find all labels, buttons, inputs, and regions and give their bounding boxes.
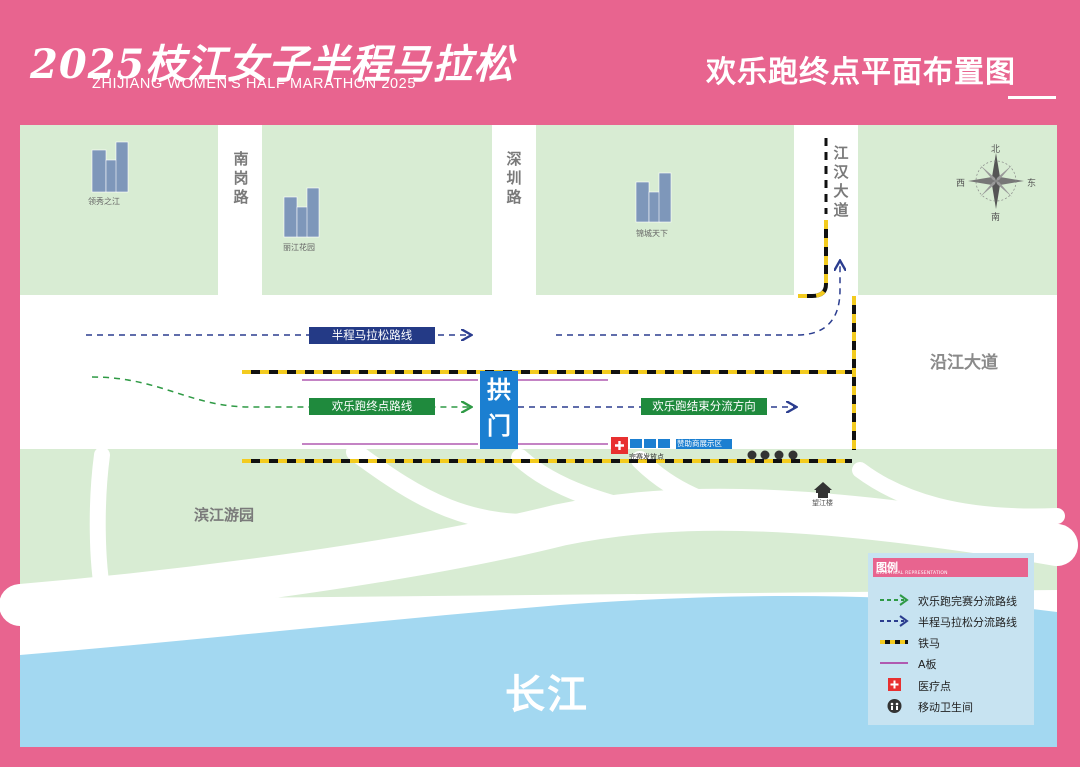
place-label-binjiang: 滨江游园 [194,506,255,524]
legend-item-half-marathon: 半程马拉松分流路线 [878,613,1028,629]
legend-item-toilet: 移动卫生间 [878,698,1028,714]
pavilion-icon [814,482,832,498]
legend-label: 医疗点 [918,680,951,693]
medical-cross-mark [615,441,624,450]
compass-north-label: 北 [991,145,1001,155]
legend-item-fun-run: 欢乐跑完赛分流路线 [878,592,1028,608]
green-dashed-arrow-icon [880,594,909,606]
place-label-lijiang: 丽江花园 [283,243,315,252]
legend-label: 欢乐跑完赛分流路线 [918,595,1017,608]
legend-label: 半程马拉松分流路线 [918,616,1017,629]
compass-rose-icon [968,153,1024,209]
arch-shape [480,371,518,449]
road-label-shenzhen: 深圳路 [506,150,522,206]
barrier-line-icon [880,640,908,644]
road-label-yanjiang: 沿江大道 [930,353,998,373]
legend-label: 铁马 [918,637,940,650]
event-logo: 2025枝江女子半程马拉松 [30,41,515,88]
compass-west-label: 西 [956,179,966,189]
place-label-lingxiu: 领秀之江 [88,197,120,206]
finisher-kit-booths [630,439,670,448]
sponsor-area-shape [676,439,732,449]
place-label-jincheng: 锦城天下 [636,229,668,238]
road-label-jianghan: 江汉大道 [833,144,849,219]
blue-dashed-arrow-icon [880,615,909,627]
finisher-kit-label: 完赛发放点 [629,453,664,461]
road-label-nangang: 南岗路 [233,150,249,206]
a-boards [302,379,608,445]
legend-label: A板 [918,658,937,671]
legend-label: 移动卫生间 [918,701,973,714]
compass-east-label: 东 [1027,179,1037,189]
block-northeast [858,125,1057,295]
legend-item-a-board: A板 [878,655,1028,671]
legend-title: 图例 [876,561,898,574]
purple-line-icon [880,662,908,664]
place-label-wangjiang: 望江楼 [812,499,833,507]
legend-item-barrier: 铁马 [878,634,1028,650]
toilet-icons [747,450,798,460]
legend-subtitle: GRAPHICAL REPRESENTATION [876,571,948,576]
park-paths [0,443,1078,626]
barrier-lines [242,138,856,463]
legend-panel: 图例 GRAPHICAL REPRESENTATION 欢乐跑完赛分流路线 半程… [868,553,1034,725]
sponsor-area-label: 赞助商展示区 [677,439,722,448]
legend-header: 图例 GRAPHICAL REPRESENTATION [873,558,1028,577]
fun-run-finish-route-label: 欢乐跑终点路线 [309,398,435,415]
river-label: 长江 [505,672,589,718]
yangtze-river [20,595,1057,747]
page-title: 欢乐跑终点平面布置图 [706,55,1016,90]
compass-south-label: 南 [991,213,1001,223]
toilet-icon [887,699,902,713]
arch-label: 拱门 [487,376,511,440]
title-underline [1008,96,1056,99]
event-logo-subtitle: ZHIJIANG WOMEN'S HALF MARATHON 2025 [92,76,417,92]
building-icons [91,141,672,238]
medical-cross-icon [888,678,901,691]
half-marathon-route-label: 半程马拉松路线 [309,327,435,344]
fun-run-diversion-label: 欢乐跑结束分流方向 [641,398,767,415]
legend-item-medical: 医疗点 [878,677,1028,693]
